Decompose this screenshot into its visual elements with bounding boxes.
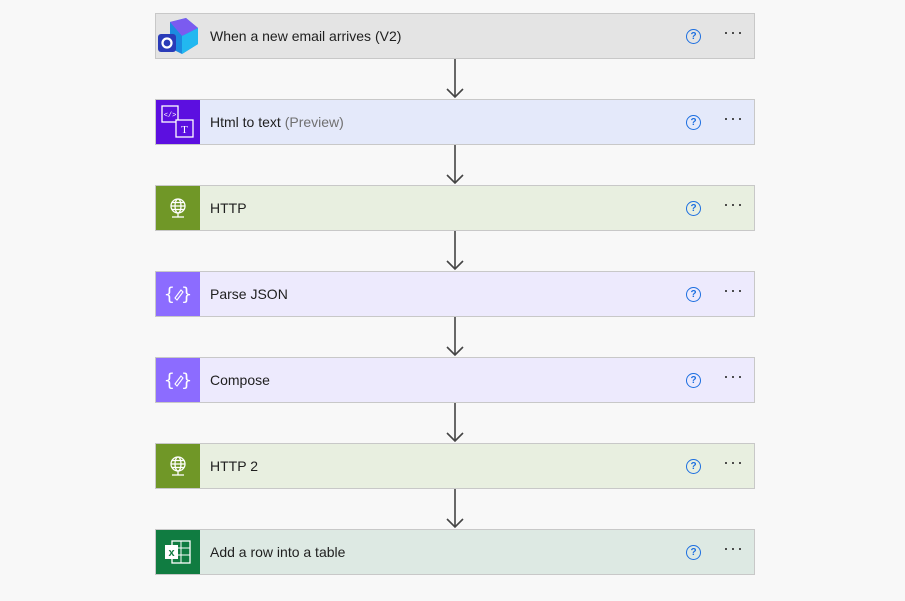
step-title-text: Compose <box>210 372 270 388</box>
step-title: Html to text (Preview) <box>210 114 686 130</box>
step-title-text: HTTP 2 <box>210 458 258 474</box>
flow-step-card[interactable]: HTTP 2 ? ··· <box>155 443 755 489</box>
svg-text:T: T <box>181 124 188 136</box>
data-operation-icon: { } <box>156 272 200 316</box>
flow-step-card[interactable]: HTTP ? ··· <box>155 185 755 231</box>
step-title: Compose <box>210 372 686 388</box>
connector-arrow <box>446 231 464 271</box>
help-icon[interactable]: ? <box>686 114 702 130</box>
more-options-button[interactable]: ··· <box>723 452 744 472</box>
help-icon[interactable]: ? <box>686 200 702 216</box>
flow-step-card[interactable]: When a new email arrives (V2) ? ··· <box>155 13 755 59</box>
step-title: Parse JSON <box>210 286 686 302</box>
more-options-button[interactable]: ··· <box>723 108 744 128</box>
excel-icon: x <box>156 530 200 574</box>
step-title-text: Html to text <box>210 114 281 130</box>
more-options-button[interactable]: ··· <box>723 22 744 42</box>
more-options-button[interactable]: ··· <box>723 280 744 300</box>
html-to-text-icon: </> T <box>156 100 200 144</box>
help-icon[interactable]: ? <box>686 286 702 302</box>
step-title: Add a row into a table <box>210 544 686 560</box>
flow-step-card[interactable]: { } Compose ? ··· <box>155 357 755 403</box>
flow-step-card[interactable]: </> T Html to text (Preview) ? ··· <box>155 99 755 145</box>
globe-icon <box>156 186 200 230</box>
outlook-icon <box>156 14 200 58</box>
step-title-text: Parse JSON <box>210 286 288 302</box>
connector-arrow <box>446 403 464 443</box>
help-icon[interactable]: ? <box>686 28 702 44</box>
globe-icon <box>156 444 200 488</box>
step-title-text: When a new email arrives (V2) <box>210 28 402 44</box>
connector-arrow <box>446 59 464 99</box>
help-icon[interactable]: ? <box>686 372 702 388</box>
data-operation-icon: { } <box>156 358 200 402</box>
more-options-button[interactable]: ··· <box>723 194 744 214</box>
help-icon[interactable]: ? <box>686 458 702 474</box>
step-title-text: Add a row into a table <box>210 544 346 560</box>
more-options-button[interactable]: ··· <box>723 366 744 386</box>
more-options-button[interactable]: ··· <box>723 538 744 558</box>
step-title: When a new email arrives (V2) <box>210 28 686 44</box>
step-title: HTTP 2 <box>210 458 686 474</box>
connector-arrow <box>446 317 464 357</box>
svg-text:x: x <box>168 547 175 559</box>
svg-text:</>: </> <box>164 112 177 120</box>
step-title: HTTP <box>210 200 686 216</box>
flow-step-card[interactable]: x Add a row into a table ? ··· <box>155 529 755 575</box>
connector-arrow <box>446 145 464 185</box>
help-icon[interactable]: ? <box>686 544 702 560</box>
connector-arrow <box>446 489 464 529</box>
flow-step-card[interactable]: { } Parse JSON ? ··· <box>155 271 755 317</box>
step-subtitle: (Preview) <box>284 114 344 130</box>
step-title-text: HTTP <box>210 200 247 216</box>
